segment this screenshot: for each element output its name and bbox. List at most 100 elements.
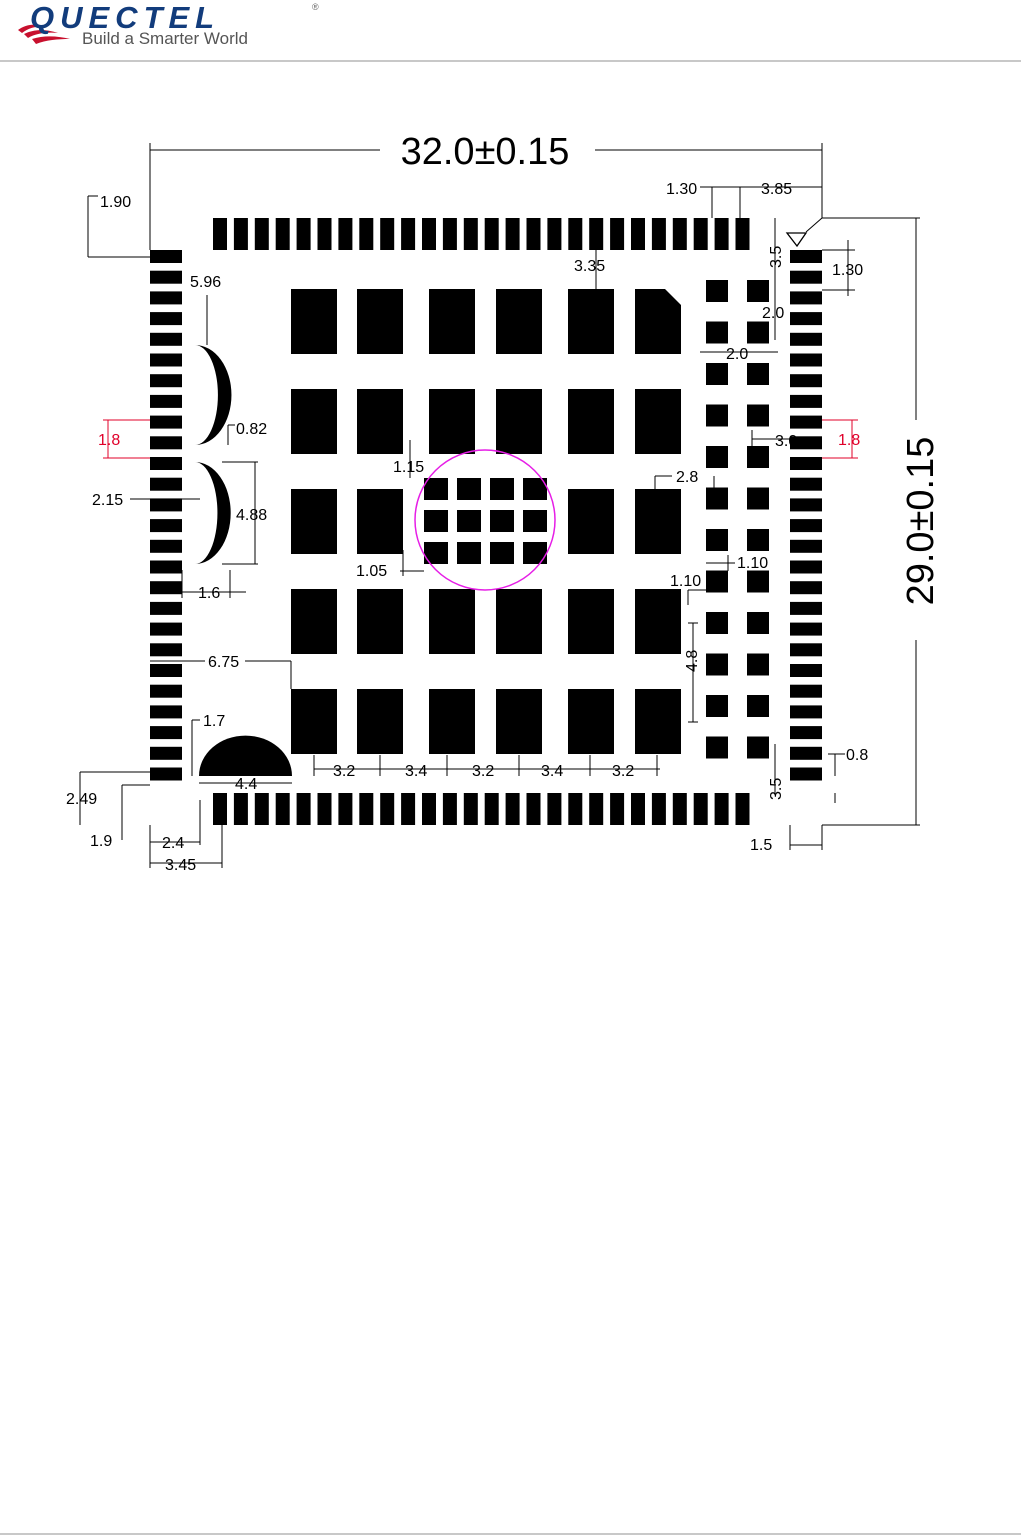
bottom-edge-pad [589,793,603,825]
center-pad [357,289,403,354]
bottom-edge-pad [485,793,499,825]
bottom-edge-pad [276,793,290,825]
right-edge-pad [790,685,822,698]
right-edge-pad [790,333,822,346]
top-edge-pad [338,218,352,250]
top-edge-pad [715,218,729,250]
inner-right-pad [706,488,728,510]
dim-2-4: 2.4 [162,835,184,852]
center-pad-chamfered [635,289,681,354]
center-pad [291,489,337,554]
dim-3-4-a: 3.4 [405,763,427,780]
top-edge-pad [359,218,373,250]
dim-4-8: 4.8 [684,650,701,672]
left-edge-pad [150,747,182,760]
dim-1-9: 1.9 [90,833,112,850]
dim-1-10-b: 1.10 [670,573,701,590]
left-edge-pad [150,540,182,553]
thermal-pad [523,510,547,532]
center-pad [291,389,337,454]
right-edge-pad [790,623,822,636]
right-edge-pad [790,478,822,491]
left-edge-pad [150,312,182,325]
bottom-edge-pad [673,793,687,825]
left-edge-pad [150,436,182,449]
overall-width-label: 32.0±0.15 [401,131,570,173]
inner-right-pad [747,405,769,427]
center-pad [429,289,475,354]
right-edge-pad [790,374,822,387]
left-edge-pad [150,726,182,739]
inner-right-pad [747,737,769,759]
top-edge-pad [506,218,520,250]
dim-1-30-top: 1.30 [666,181,697,198]
top-edge-pad [422,218,436,250]
bottom-edge-pad [736,793,750,825]
dim-3-45: 3.45 [165,857,196,874]
left-edge-pad [150,685,182,698]
inner-right-pad [706,737,728,759]
center-pad [496,289,542,354]
bottom-edge-pad [255,793,269,825]
left-edge-pad [150,250,182,263]
dim-0-82: 0.82 [236,421,267,438]
top-edge-pad [568,218,582,250]
inner-right-pad [706,405,728,427]
bottom-edge-pad [234,793,248,825]
footer-divider [0,1533,1021,1535]
right-edge-pad [790,664,822,677]
right-edge-pad [790,354,822,367]
center-pad [635,589,681,654]
dim-2-15: 2.15 [92,492,123,509]
inner-right-pad [747,446,769,468]
dim-1-30-right: 1.30 [832,262,863,279]
bottom-edge-pad [422,793,436,825]
left-edge-pad [150,354,182,367]
overall-height-label: 29.0±0.15 [900,437,942,606]
right-edge-pad [790,561,822,574]
center-pad [357,589,403,654]
center-pad [568,689,614,754]
left-edge-pad [150,498,182,511]
dim-4-4: 4.4 [235,776,257,793]
inner-right-pad [706,695,728,717]
bottom-edge-pad [694,793,708,825]
left-edge-pad [150,602,182,615]
top-edge-pad [213,218,227,250]
dim-5-96: 5.96 [190,274,221,291]
bottom-edge-pad [443,793,457,825]
keepout-pad-upper [195,345,231,445]
inner-right-pad [747,488,769,510]
inner-right-pad [706,612,728,634]
thermal-pad [424,478,448,500]
bottom-edge-pad [401,793,415,825]
dim-3-2-b: 3.2 [472,763,494,780]
center-pad [357,489,403,554]
top-edge-pad [464,218,478,250]
center-pad [429,589,475,654]
center-pad [496,389,542,454]
right-edge-pad [790,416,822,429]
top-edge-pad [276,218,290,250]
dim-1-8-left: 1.8 [98,432,120,449]
top-edge-pad [673,218,687,250]
dim-3-2-c: 3.2 [612,763,634,780]
thermal-pad [457,542,481,564]
center-pad [568,589,614,654]
inner-right-pad [747,529,769,551]
top-edge-pad [736,218,750,250]
dim-6-75: 6.75 [208,654,239,671]
dim-3-2-a: 3.2 [333,763,355,780]
thermal-pad [457,478,481,500]
center-pad [568,489,614,554]
inner-right-pad [747,695,769,717]
center-pad [496,589,542,654]
right-edge-pad [790,726,822,739]
inner-right-pad [706,363,728,385]
thermal-pad [490,478,514,500]
dim-2-49: 2.49 [66,791,97,808]
left-edge-pad [150,623,182,636]
left-edge-pad [150,333,182,346]
right-edge-pad [790,395,822,408]
center-pad [496,689,542,754]
